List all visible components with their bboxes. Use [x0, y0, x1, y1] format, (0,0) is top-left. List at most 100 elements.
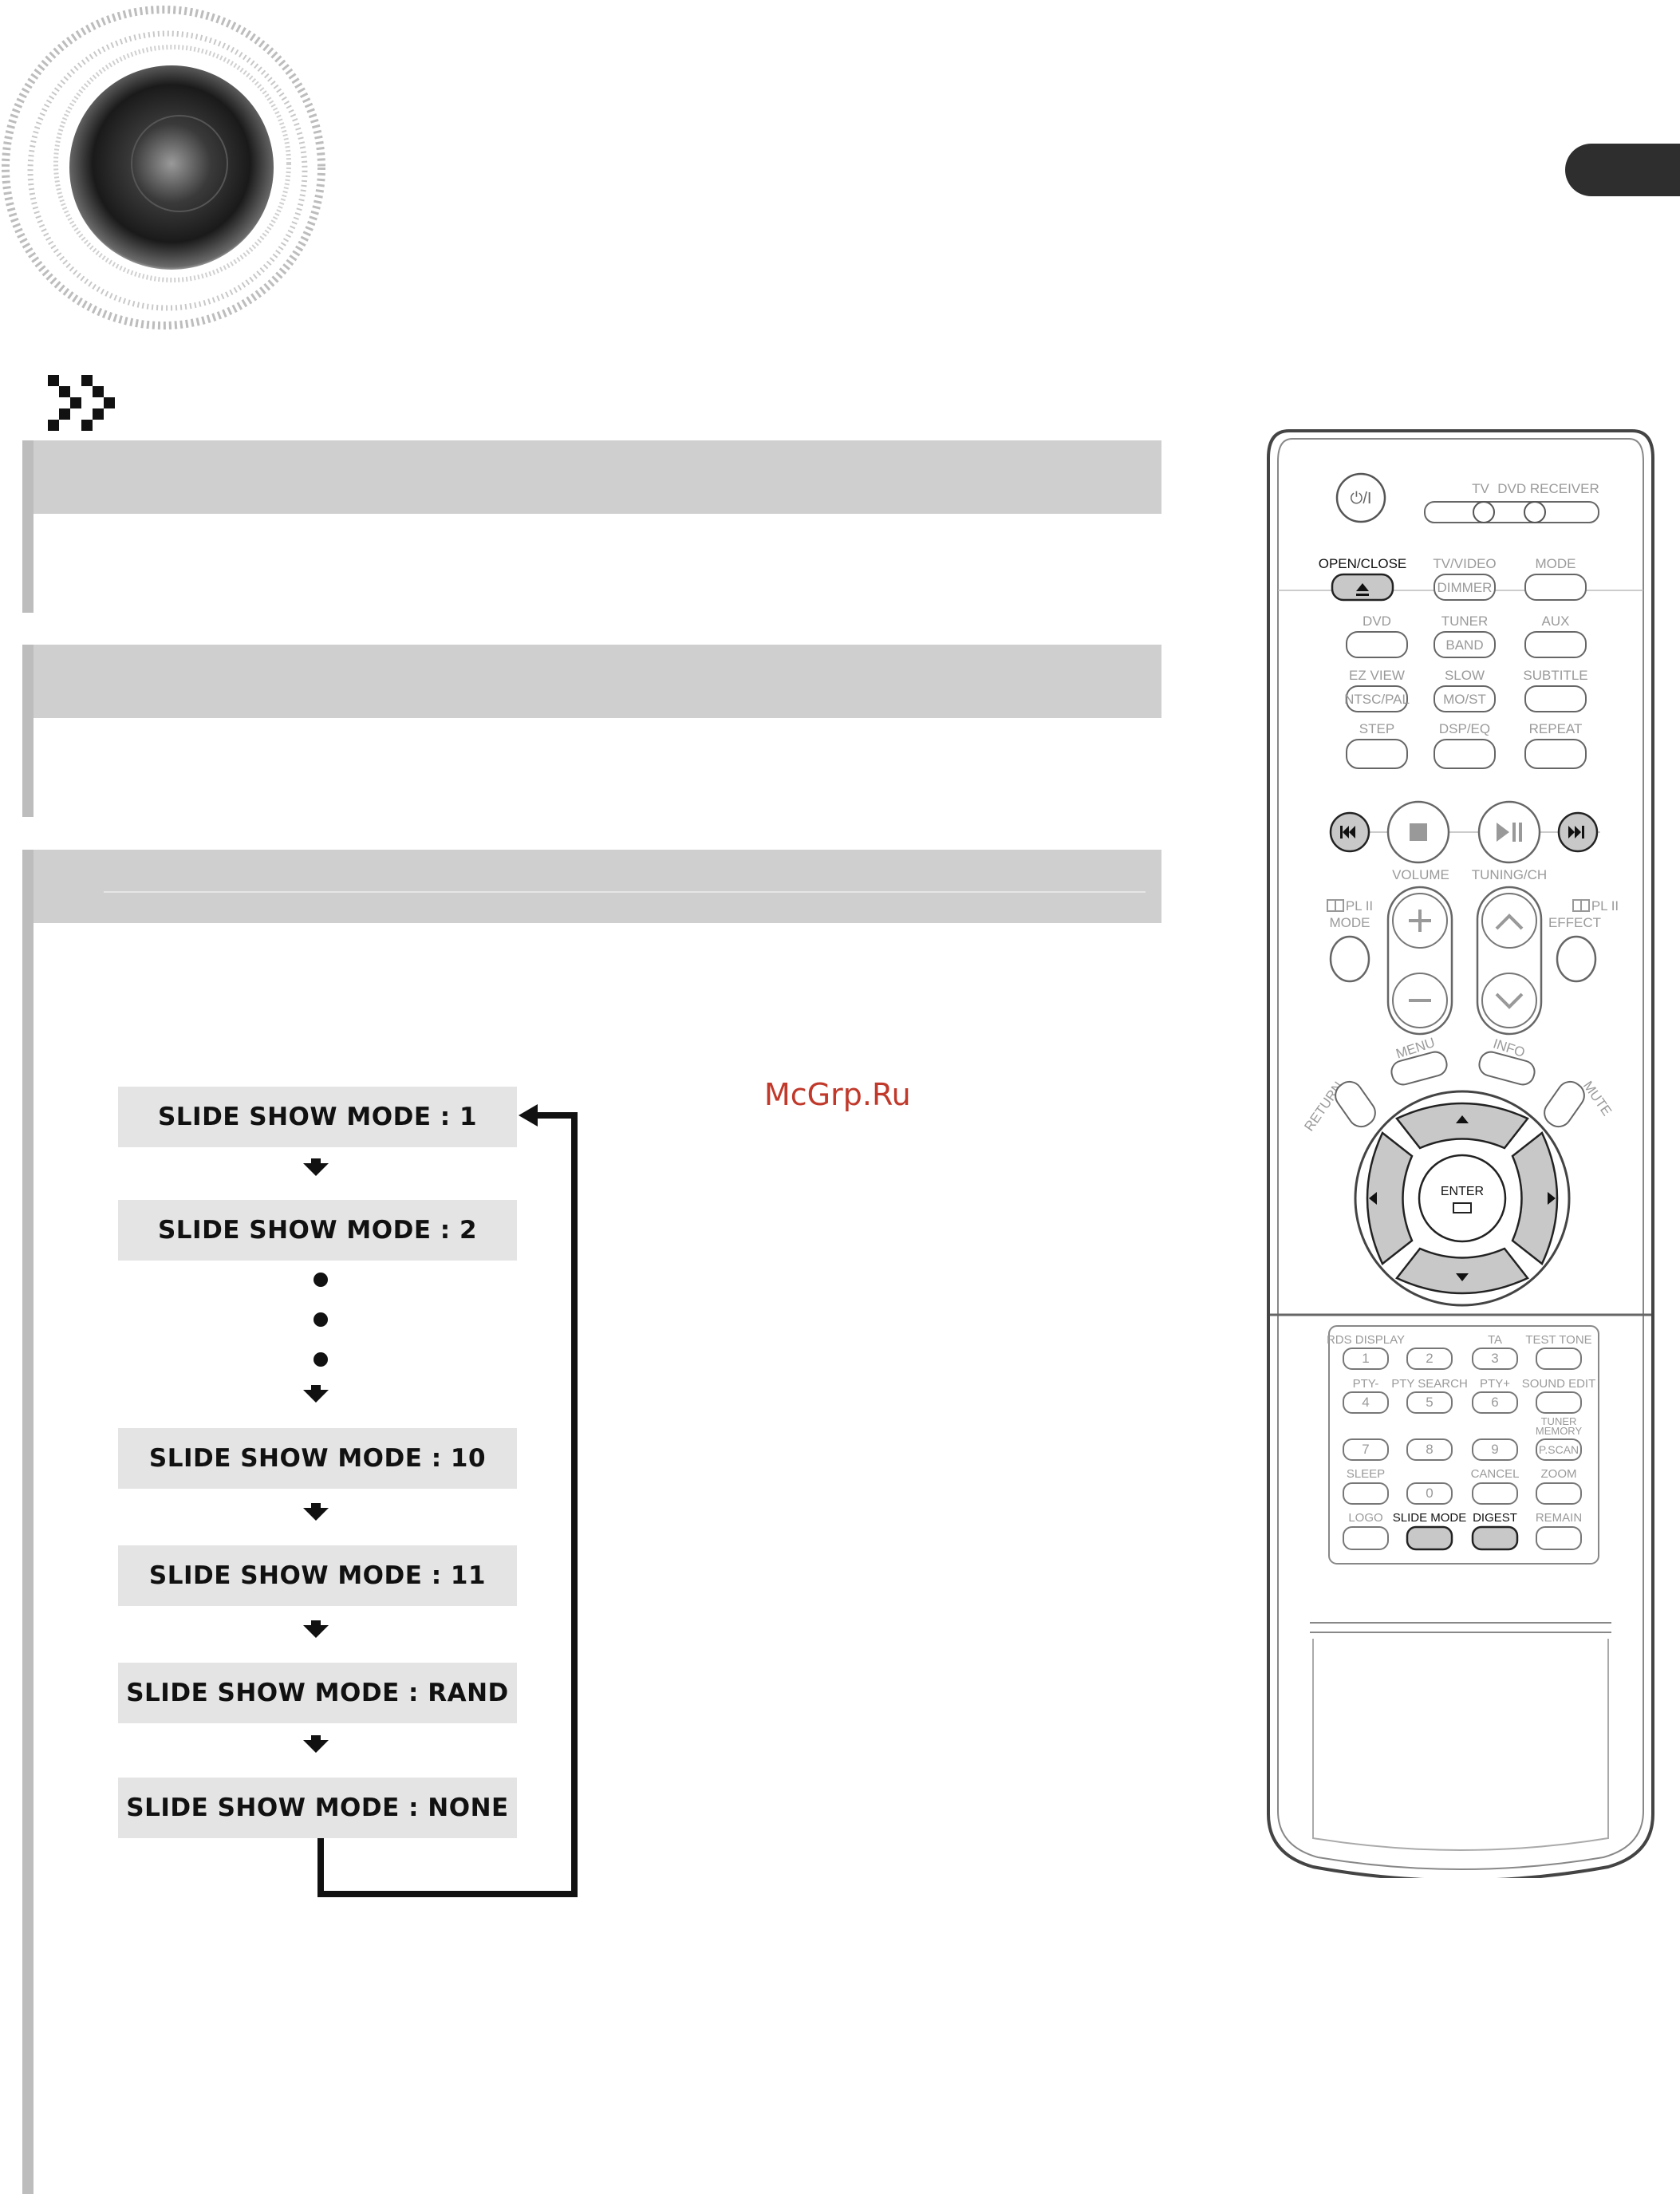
digit-1-button[interactable]: 1	[1343, 1348, 1389, 1370]
ez-view-label: EZ VIEW	[1349, 668, 1405, 683]
tuner-memory-button[interactable]: P.SCAN	[1536, 1438, 1582, 1461]
aux-button[interactable]	[1524, 631, 1587, 658]
pl2-effect-button[interactable]	[1556, 935, 1597, 983]
slide-mode-button[interactable]	[1406, 1525, 1453, 1551]
flow-dot	[314, 1273, 328, 1287]
subtitle-button[interactable]	[1524, 685, 1587, 712]
sleep-label: SLEEP	[1347, 1467, 1385, 1481]
tuner-band-button[interactable]: BAND	[1434, 631, 1496, 658]
logo-button[interactable]	[1343, 1526, 1389, 1550]
step-label: STEP	[1359, 721, 1394, 736]
slow-label: SLOW	[1445, 668, 1485, 683]
remote-control: ⏻/I TV DVD RECEIVER OPEN/CLOSE TV/VIDEO …	[1267, 429, 1654, 1878]
skip-forward-button[interactable]	[1557, 811, 1599, 853]
slide-show-mode-11: SLIDE SHOW MODE : 11	[118, 1545, 517, 1606]
step-button[interactable]	[1346, 739, 1408, 769]
chapter-tab	[1565, 144, 1680, 196]
tv-video-label: TV/VIDEO	[1433, 556, 1496, 571]
digit-4-button[interactable]: 4	[1343, 1391, 1389, 1414]
open-close-button[interactable]	[1331, 573, 1394, 602]
power-button[interactable]: ⏻/I	[1335, 472, 1386, 523]
zoom-button[interactable]	[1536, 1482, 1582, 1505]
dvd-label: DVD	[1363, 614, 1391, 629]
section-rule-1	[22, 440, 34, 613]
flow-loop-line	[317, 1112, 578, 1897]
digit-5-button[interactable]: 5	[1406, 1391, 1453, 1414]
tuner-memory-label-2: MEMORY	[1536, 1425, 1583, 1437]
pl2-mode-button[interactable]	[1329, 935, 1370, 983]
digit-3-button[interactable]: 3	[1472, 1348, 1518, 1370]
slide-show-mode-rand: SLIDE SHOW MODE : RAND	[118, 1663, 517, 1723]
flow-arrow-down	[303, 1503, 329, 1521]
tuning-rocker[interactable]	[1476, 886, 1543, 1036]
watermark-text: McGrp.Ru	[764, 1077, 911, 1112]
svg-text:ENTER: ENTER	[1441, 1185, 1484, 1198]
cancel-button[interactable]	[1472, 1482, 1518, 1505]
slide-show-mode-2: SLIDE SHOW MODE : 2	[118, 1200, 517, 1261]
pl2-mode-label-1: PL II	[1346, 898, 1373, 914]
dolby-icon	[1327, 899, 1344, 912]
digest-button[interactable]	[1471, 1525, 1519, 1551]
slide-show-mode-1: SLIDE SHOW MODE : 1	[118, 1087, 517, 1147]
dvd-button[interactable]	[1346, 631, 1408, 658]
sound-edit-button[interactable]	[1536, 1391, 1582, 1414]
digit-2-button[interactable]: 2	[1406, 1348, 1453, 1370]
return-button[interactable]	[1331, 1077, 1380, 1132]
enter-button[interactable]: ENTER	[1418, 1154, 1507, 1243]
svg-text:8: 8	[1426, 1442, 1433, 1457]
pl2-effect-label-1: PL II	[1591, 898, 1619, 914]
pl2-effect-label-2: EFFECT	[1548, 915, 1601, 930]
flow-dot	[314, 1352, 328, 1367]
svg-text:5: 5	[1426, 1395, 1433, 1410]
svg-text:1: 1	[1362, 1351, 1369, 1366]
mute-button[interactable]	[1540, 1077, 1589, 1132]
slide-mode-label: SLIDE MODE	[1393, 1511, 1467, 1525]
repeat-button[interactable]	[1524, 739, 1587, 769]
digit-6-button[interactable]: 6	[1472, 1391, 1518, 1414]
svg-text:0: 0	[1426, 1486, 1433, 1501]
zoom-label: ZOOM	[1541, 1467, 1577, 1481]
flow-loop-arrowhead	[519, 1104, 538, 1127]
menu-button[interactable]	[1389, 1049, 1449, 1087]
mode-selector-switch[interactable]	[1424, 501, 1599, 523]
volume-label: VOLUME	[1392, 867, 1449, 882]
mode-button[interactable]	[1524, 574, 1587, 601]
logo-label: LOGO	[1348, 1511, 1382, 1525]
svg-text:NTSC/PAL: NTSC/PAL	[1344, 692, 1410, 707]
info-button[interactable]	[1477, 1049, 1536, 1087]
stop-button[interactable]	[1386, 800, 1450, 864]
svg-text:7: 7	[1362, 1442, 1369, 1457]
sleep-button[interactable]	[1343, 1482, 1389, 1505]
dvd-receiver-label: DVD RECEIVER	[1497, 481, 1599, 496]
digit-9-button[interactable]: 9	[1472, 1438, 1518, 1461]
sound-edit-label: SOUND EDIT	[1522, 1377, 1596, 1391]
tuner-memory-label-1: TUNER	[1541, 1415, 1577, 1427]
repeat-label: REPEAT	[1529, 721, 1583, 736]
play-pause-button[interactable]	[1477, 800, 1541, 864]
svg-text:4: 4	[1362, 1395, 1369, 1410]
digit-0-button[interactable]: 0	[1406, 1482, 1453, 1505]
ez-view-button[interactable]: NTSC/PAL	[1344, 685, 1410, 712]
tuner-label: TUNER	[1441, 614, 1489, 629]
svg-text:P.SCAN: P.SCAN	[1539, 1443, 1579, 1456]
flow-connectors	[303, 1104, 578, 1897]
tv-video-button[interactable]: DIMMER	[1434, 574, 1496, 601]
flow-arrow-down	[303, 1158, 329, 1176]
remain-button[interactable]	[1536, 1526, 1582, 1550]
section-bar-3-divider	[104, 891, 1146, 893]
digit-8-button[interactable]: 8	[1406, 1438, 1453, 1461]
cancel-label: CANCEL	[1471, 1467, 1520, 1481]
svg-text:6: 6	[1491, 1395, 1498, 1410]
test-tone-button[interactable]	[1536, 1348, 1582, 1370]
volume-rocker[interactable]	[1386, 886, 1453, 1036]
slide-show-mode-10: SLIDE SHOW MODE : 10	[118, 1428, 517, 1489]
skip-back-button[interactable]	[1329, 811, 1370, 853]
digit-7-button[interactable]: 7	[1343, 1438, 1389, 1461]
subtitle-label: SUBTITLE	[1523, 668, 1587, 683]
dsp-eq-button[interactable]	[1434, 739, 1496, 769]
slow-button[interactable]: MO/ST	[1434, 685, 1496, 712]
dsp-eq-label: DSP/EQ	[1439, 721, 1490, 736]
svg-text:9: 9	[1491, 1442, 1498, 1457]
mode-label: MODE	[1536, 556, 1576, 571]
tuning-ch-label: TUNING/CH	[1472, 867, 1547, 882]
